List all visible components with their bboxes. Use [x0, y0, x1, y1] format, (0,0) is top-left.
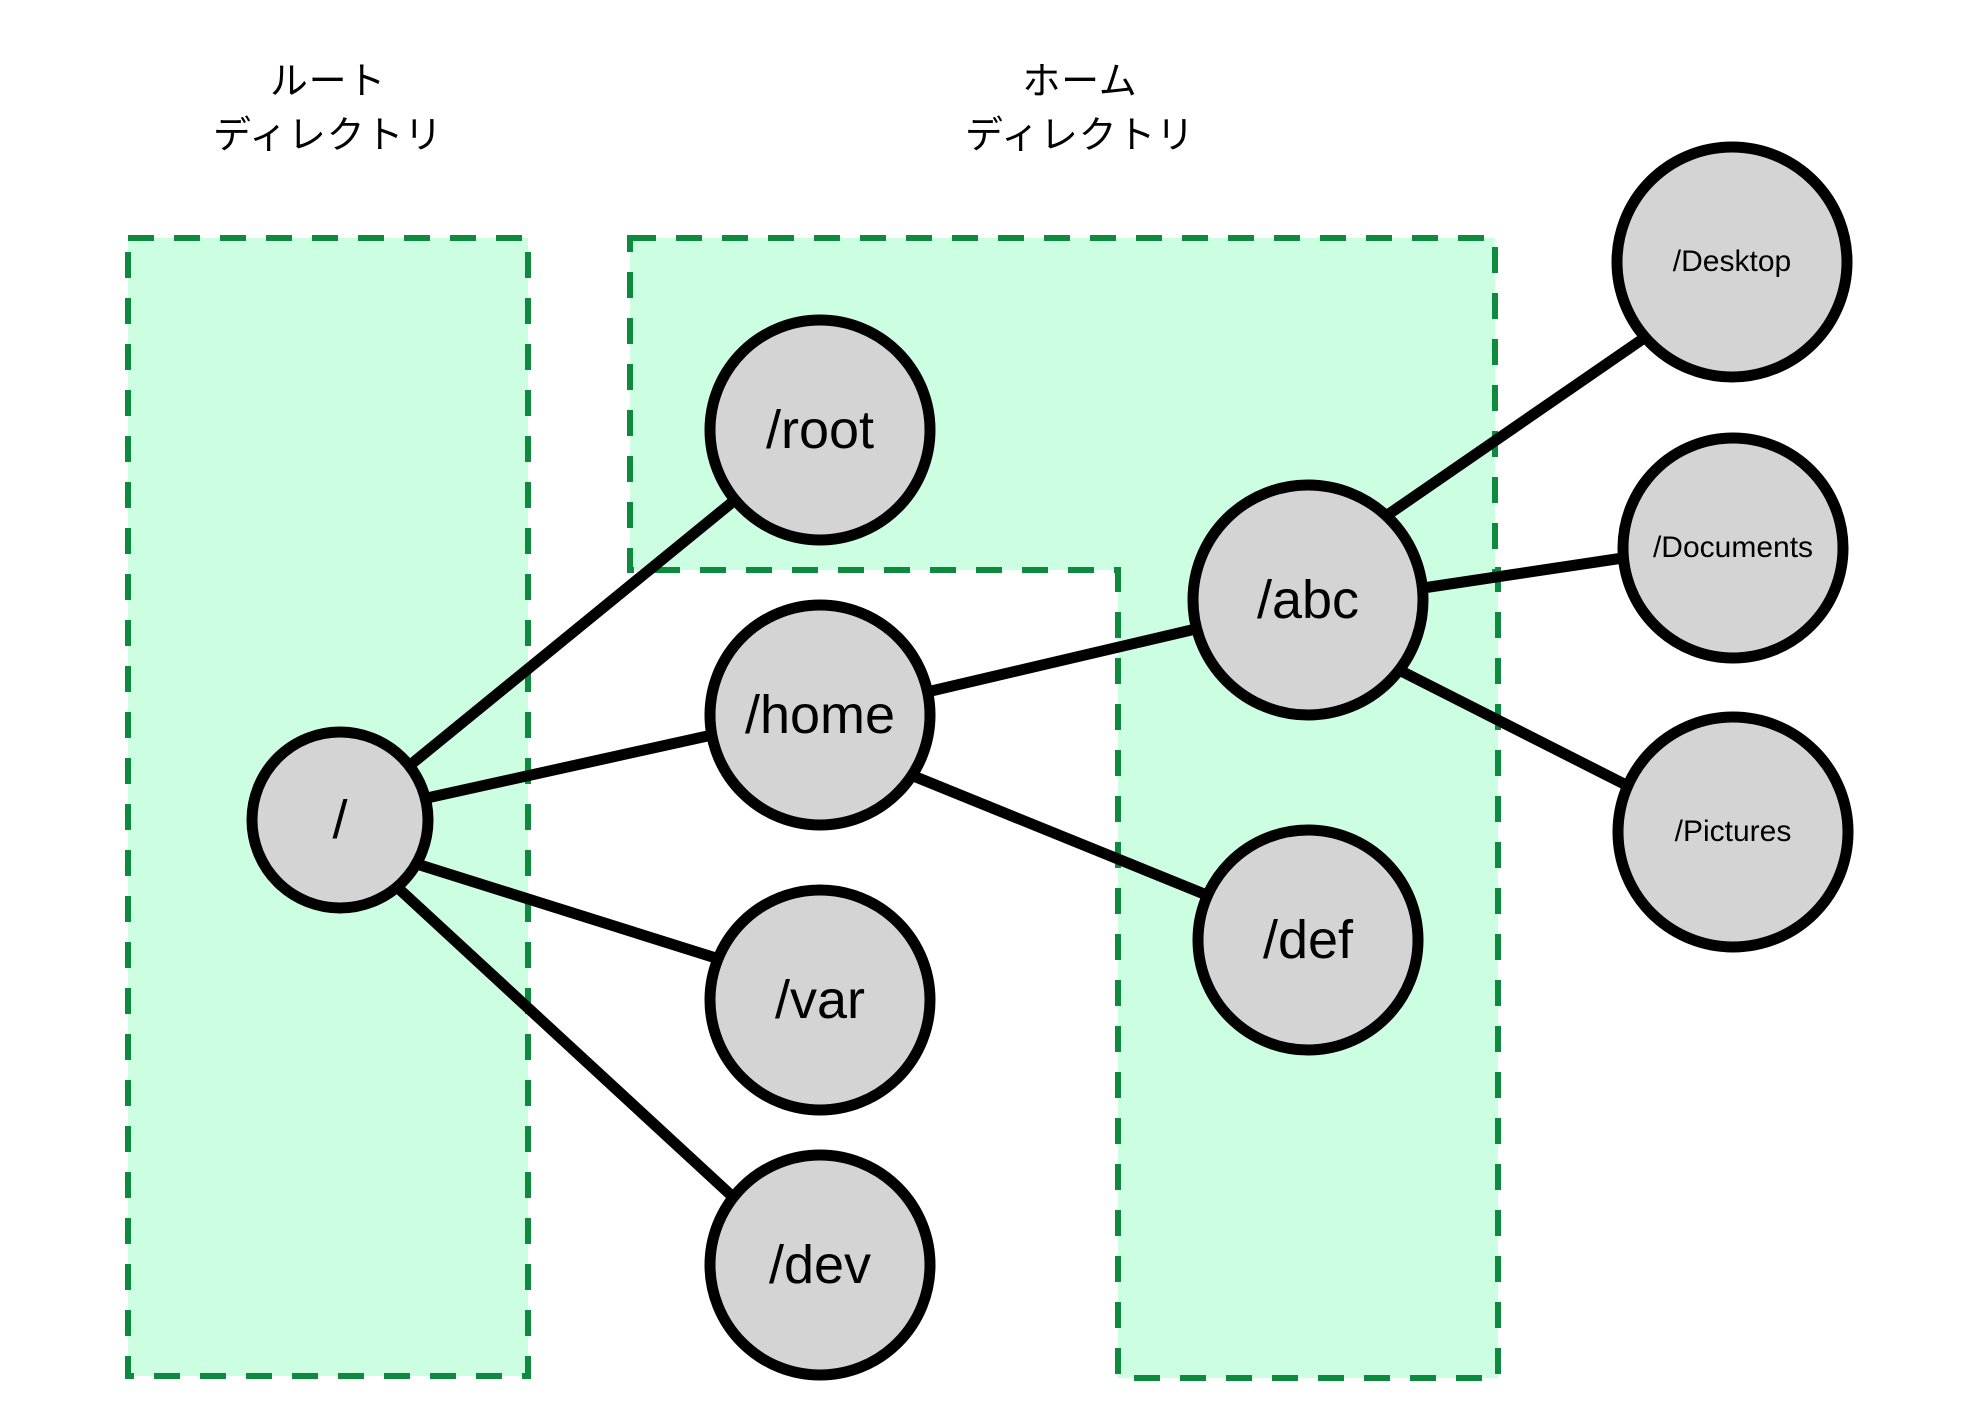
node-circle-home[interactable]	[704, 599, 936, 831]
home-directory-label: ホームディレクトリ	[870, 55, 1290, 163]
root-directory-label-line2: ディレクトリ	[213, 112, 443, 157]
node-circle-rootdir[interactable]	[704, 314, 936, 546]
edge-root-var	[418, 859, 721, 965]
home-directory-label-line1: ホーム	[1022, 59, 1138, 103]
edge-home-def	[908, 769, 1217, 904]
node-circle-abc[interactable]	[1187, 479, 1429, 721]
nodes-layer	[246, 141, 1854, 1381]
node-circle-desktop[interactable]	[1611, 141, 1853, 383]
edge-abc-documents	[1422, 552, 1624, 594]
node-circle-def[interactable]	[1192, 824, 1424, 1056]
edge-root-home	[425, 729, 714, 804]
root-directory-label-line1: ルート	[269, 59, 387, 103]
node-circle-dev[interactable]	[704, 1149, 936, 1381]
edge-root-dev	[394, 883, 737, 1202]
edge-abc-desktop	[1382, 329, 1654, 521]
node-circle-var[interactable]	[704, 884, 936, 1116]
edge-abc-pictures	[1400, 667, 1635, 793]
edges-layer	[394, 329, 1654, 1202]
node-circle-root[interactable]	[246, 726, 434, 914]
edge-home-abc	[925, 622, 1202, 698]
node-circle-documents[interactable]	[1617, 432, 1849, 664]
root-directory-label: ルートディレクトリ	[118, 55, 538, 163]
node-circle-pictures[interactable]	[1612, 711, 1854, 953]
edge-root-rootdir	[405, 495, 739, 771]
home-directory-label-line2: ディレクトリ	[965, 112, 1195, 157]
